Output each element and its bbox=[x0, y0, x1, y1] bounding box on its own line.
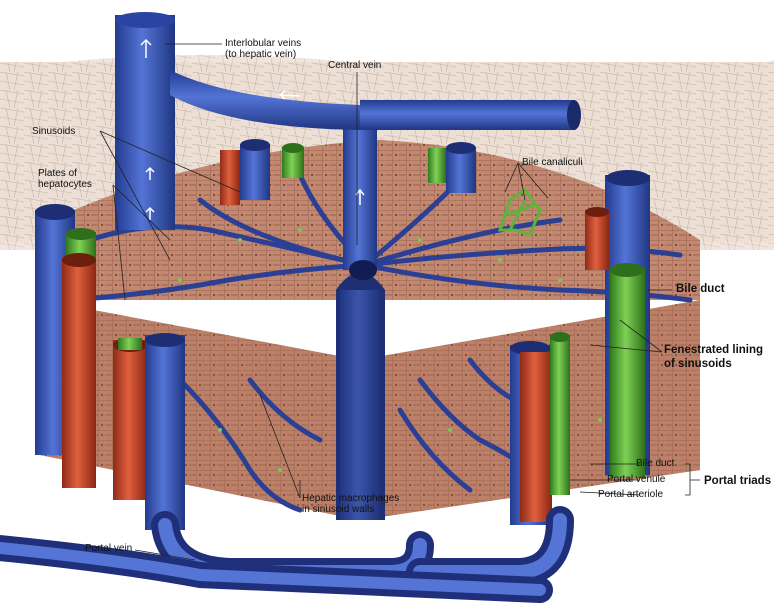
label-macrophages-line2: in sinusoid walls bbox=[302, 504, 399, 515]
label-portal-triads: Portal triads bbox=[704, 474, 771, 488]
label-portal-vein: Portal vein bbox=[85, 543, 132, 554]
label-sinusoids: Sinusoids bbox=[32, 126, 75, 137]
label-hepatic-macrophages: Hepatic macrophages in sinusoid walls bbox=[302, 493, 399, 515]
label-macrophages-line1: Hepatic macrophages bbox=[302, 493, 399, 504]
label-plates-line1: Plates of bbox=[38, 168, 92, 179]
label-bile-duct: Bile duct bbox=[676, 282, 725, 296]
label-plates-of-hepatocytes: Plates of hepatocytes bbox=[38, 168, 92, 190]
portal-vein-shape bbox=[0, 520, 560, 590]
label-interlobular-veins-line1: Interlobular veins bbox=[225, 38, 301, 49]
label-fenestrated-lining: Fenestrated lining of sinusoids bbox=[664, 343, 763, 371]
label-triad-bile-duct: Bile duct bbox=[636, 458, 674, 469]
label-interlobular-veins-line2: (to hepatic vein) bbox=[225, 49, 301, 60]
label-plates-line2: hepatocytes bbox=[38, 179, 92, 190]
label-fenestrated-line1: Fenestrated lining bbox=[664, 343, 763, 357]
label-fenestrated-line2: of sinusoids bbox=[664, 357, 763, 371]
label-triad-portal-arteriole: Portal arteriole bbox=[598, 489, 663, 500]
label-triad-portal-venule: Portal venule bbox=[607, 474, 665, 485]
label-interlobular-veins: Interlobular veins (to hepatic vein) bbox=[225, 38, 301, 60]
label-central-vein: Central vein bbox=[328, 60, 381, 71]
label-bile-canaliculi: Bile canaliculi bbox=[522, 157, 583, 168]
